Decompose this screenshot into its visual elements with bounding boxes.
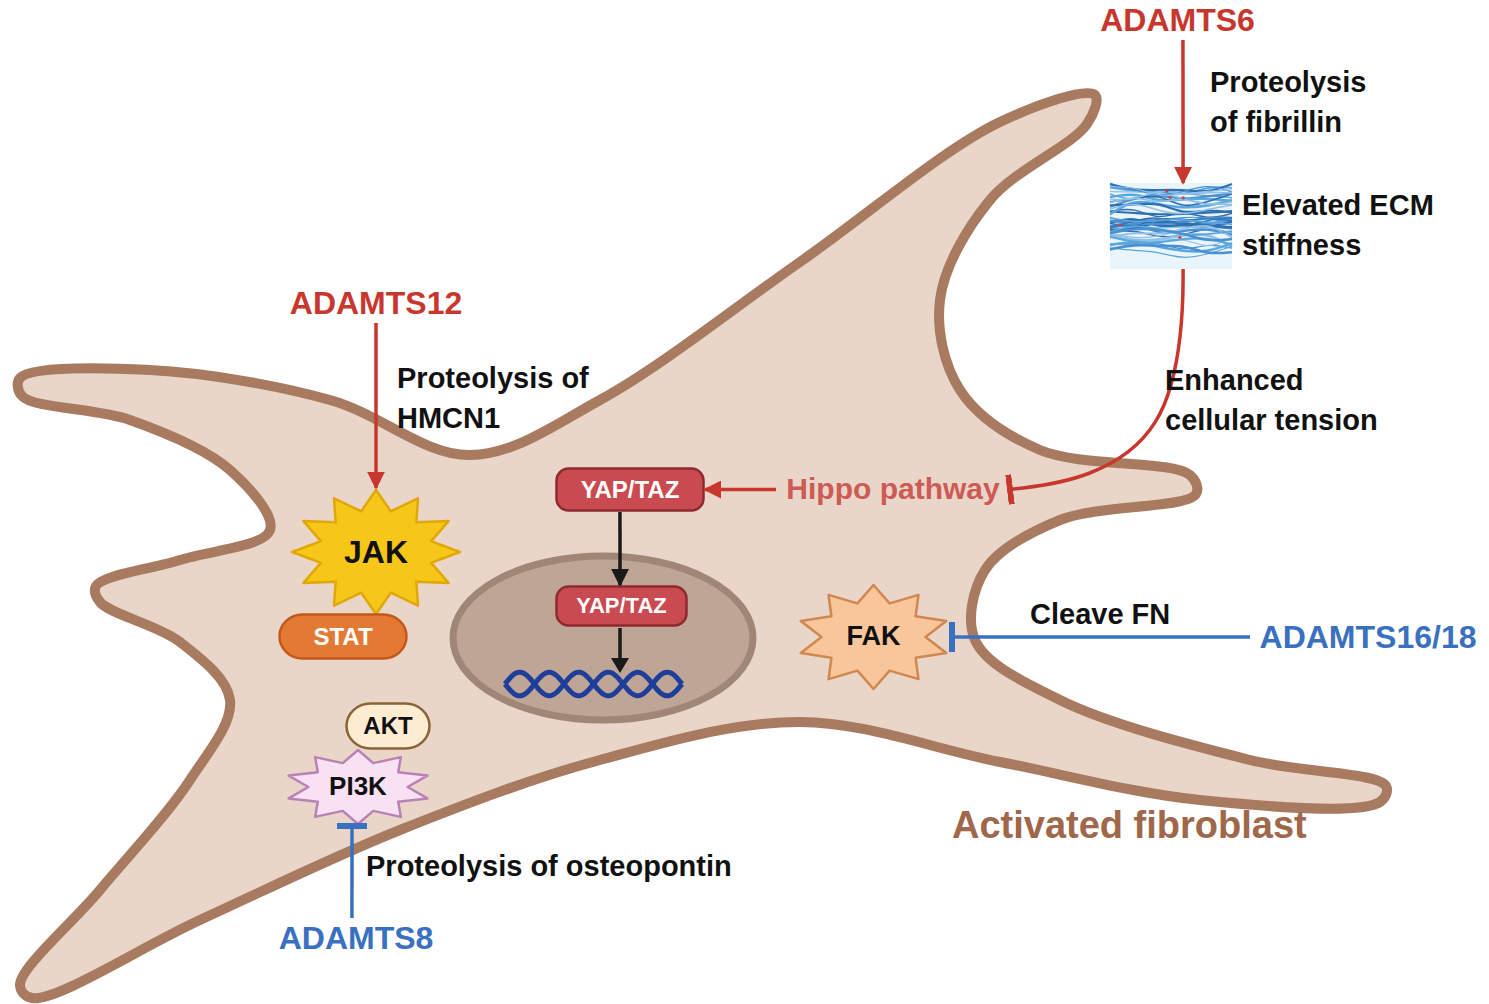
arrow-connector [374, 323, 378, 488]
node-label: ADAMTS6 [1100, 2, 1255, 39]
inhibition-connector [350, 826, 354, 918]
pathway-label: Hippo pathway [776, 467, 1010, 512]
node-label: YAP/TAZ [576, 593, 666, 618]
protein-box: YAP/TAZ [555, 467, 705, 512]
edge-label: Enhanced cellular tension [1165, 360, 1395, 440]
kinase-star: FAK [795, 583, 952, 691]
node-label: PI3K [329, 772, 387, 802]
arrow-connector [705, 488, 776, 492]
transcription-arrow [618, 628, 622, 662]
box-shape [557, 587, 687, 626]
ecm-fiber [1110, 245, 1232, 253]
node-label: ADAMTS8 [279, 920, 434, 957]
enzyme-label: ADAMTS16/18 [1250, 616, 1486, 658]
node-label: AKT [363, 712, 412, 740]
ecm-fiber [1110, 187, 1232, 195]
ecm-fiber [1110, 204, 1232, 213]
ecm-fiber [1110, 200, 1232, 214]
protein-box: YAP/TAZ [555, 585, 688, 627]
edge-label: Proteolysis of fibrillin [1210, 62, 1385, 142]
kinase-star: PI3K [283, 748, 433, 826]
inhibition-connector [1010, 269, 1183, 490]
node-label: JAK [344, 534, 408, 571]
nucleus [453, 556, 753, 720]
dna-strand [505, 672, 682, 696]
enzyme-label: ADAMTS8 [272, 918, 440, 958]
ecm-fiber-mesh: Elevated ECM stiffness [1110, 183, 1450, 269]
enzyme-label: ADAMTS6 [1095, 0, 1260, 40]
mesh-background [1110, 183, 1232, 269]
dna-helix [505, 672, 682, 696]
cell-membrane [18, 93, 1387, 998]
ecm-crosslink [1182, 196, 1185, 199]
ecm-fiber-mesh [1110, 183, 1232, 269]
dna-strand [505, 672, 682, 696]
node-label: FAK [847, 621, 901, 652]
box-shape [280, 615, 407, 659]
edge-label: Proteolysis of HMCN1 [397, 358, 627, 438]
ecm-crosslink [1178, 236, 1181, 239]
protein-pill: STAT [278, 613, 408, 660]
ecm-fiber [1110, 217, 1232, 224]
ecm-crosslink [1169, 196, 1172, 199]
kinase-star: JAK [290, 488, 462, 616]
star-shape [292, 490, 460, 614]
edge-label: Proteolysis of osteopontin [366, 846, 786, 886]
box-shape [347, 704, 430, 749]
ecm-fiber [1110, 229, 1232, 240]
edge-label: Cleave FN [1030, 594, 1230, 634]
arrow-connector [618, 512, 622, 585]
node-label: Hippo pathway [786, 472, 999, 507]
node-label: ADAMTS16/18 [1260, 619, 1477, 656]
connector-group [352, 40, 1250, 918]
ecm-crosslink [1118, 224, 1121, 227]
enzyme-label: ADAMTS12 [282, 283, 470, 323]
node-label: ADAMTS12 [290, 285, 462, 322]
inhibition-connector [952, 635, 1250, 639]
transcription-arrow-head [611, 658, 629, 673]
ecm-fiber [1110, 191, 1232, 204]
node-label: STAT [313, 623, 372, 651]
ecm-label: Elevated ECM stiffness [1242, 185, 1442, 265]
ecm-fiber [1110, 187, 1232, 196]
node-label: YAP/TAZ [581, 476, 680, 504]
box-shape [557, 469, 704, 511]
cell-label: Activated fibroblast [952, 804, 1392, 848]
protein-pill: AKT [345, 702, 431, 750]
arrow-connector [1181, 40, 1185, 183]
star-shape [289, 750, 428, 824]
star-shape [801, 585, 947, 689]
ecm-fiber [1110, 218, 1232, 228]
ecm-crosslink [1165, 190, 1168, 193]
